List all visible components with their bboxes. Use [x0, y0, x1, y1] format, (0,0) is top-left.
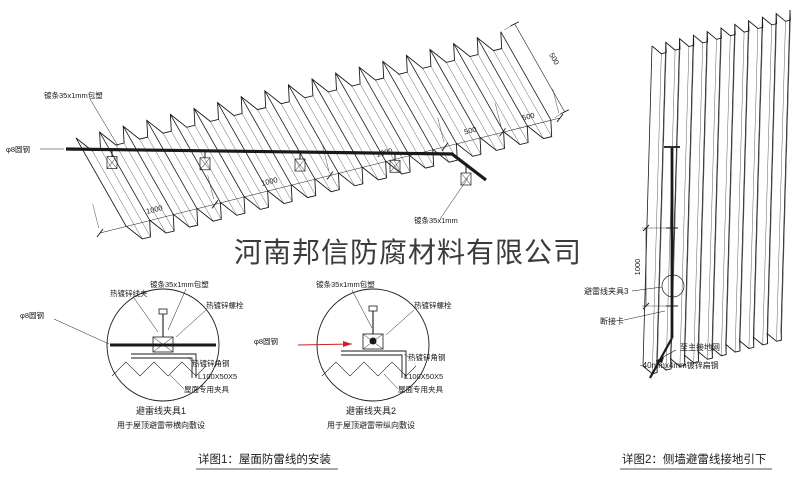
label-c1-angle-spec: L100X50X5 [198, 372, 237, 381]
angle-steel-2a [341, 350, 407, 378]
dim-500-a: 500 [463, 125, 477, 137]
dim-500-right-edge: 500 [547, 51, 561, 66]
label-wall-clamp3: 避雷线夹具3 [584, 286, 629, 296]
label-c1-bolt: 热镀锌螺栓 [206, 300, 244, 310]
clamp-detail-2-drawing [297, 288, 430, 402]
title-clamp-2: 避雷线夹具2 [346, 405, 396, 416]
wire-clamp-2 [362, 333, 384, 350]
label-c2-angle-spec: L100X50X5 [404, 372, 443, 381]
caption-detail-2: 详图2：侧墙避雷线接地引下 [622, 452, 766, 466]
label-wall-disconnect: 断接卡 [600, 316, 624, 326]
subtitle-clamp-1: 用于屋顶避雷带横向敷设 [117, 420, 205, 430]
label-c2-roof-clamp: 屋面专用夹具 [398, 384, 443, 394]
label-c2-round-steel: φ8圆钢 [254, 336, 278, 346]
label-c1-round-steel: φ8圆钢 [20, 310, 44, 320]
label-strip-coated-top: 镀条35x1mm包塑 [44, 90, 103, 100]
label-c2-angle-steel: 热镀锌角钢 [408, 352, 446, 362]
label-c1-wire-clip: 热镀锌线夹 [110, 288, 148, 298]
dim-1000-c: 1000 [375, 146, 393, 159]
roof-profile-1 [111, 361, 207, 377]
angle-steel-2b [341, 354, 403, 378]
roof-dimension-lines [92, 21, 569, 238]
label-round-steel-main: φ8圆钢 [6, 144, 30, 154]
wire-clamp-1 [152, 336, 174, 353]
dim-500-b: 500 [521, 111, 535, 123]
side-wall-detail [642, 9, 791, 379]
label-c2-bolt: 热镀锌螺栓 [414, 300, 452, 310]
conductor-cross-section-2 [369, 337, 377, 345]
bolt-head-2 [368, 305, 378, 312]
label-c1-angle-steel: 热镀锌角钢 [192, 358, 230, 368]
detail-circle-1 [106, 288, 220, 402]
roof-lightning-conductor [65, 147, 487, 186]
clamp-hatch-1b [152, 336, 174, 353]
caption-detail-1: 详图1：屋面防雷线的安装 [198, 452, 331, 466]
label-wall-flat-steel: -40mmx4mm镀锌扁钢 [640, 360, 719, 370]
label-c2-strip-coated: 镀条35x1mm包塑 [316, 279, 375, 289]
clamp-detail-1-drawing [106, 288, 220, 402]
label-c1-strip-coated: 镀条35x1mm包塑 [150, 279, 209, 289]
bolt-head-1 [158, 308, 168, 315]
label-wall-to-ground: 至主接地网 [680, 342, 720, 352]
angle-steel-1a [131, 353, 197, 378]
dim-1000-a: 1000 [145, 203, 163, 216]
company-watermark: 河南邦信防腐材料有限公司 [234, 237, 582, 268]
roof-profile-2 [321, 361, 417, 377]
dim-wall-1000: 1000 [633, 259, 642, 276]
dim-1000-b: 1000 [260, 175, 278, 188]
subtitle-clamp-2: 用于屋顶避雷带纵向敷设 [327, 420, 415, 430]
red-arrowhead [343, 341, 352, 347]
label-strip-bottom: 镀条35x1mm [414, 215, 458, 225]
title-clamp-1: 避雷线夹具1 [136, 405, 186, 416]
label-c1-roof-clamp: 屋面专用夹具 [184, 384, 229, 394]
angle-steel-1b [131, 357, 193, 378]
